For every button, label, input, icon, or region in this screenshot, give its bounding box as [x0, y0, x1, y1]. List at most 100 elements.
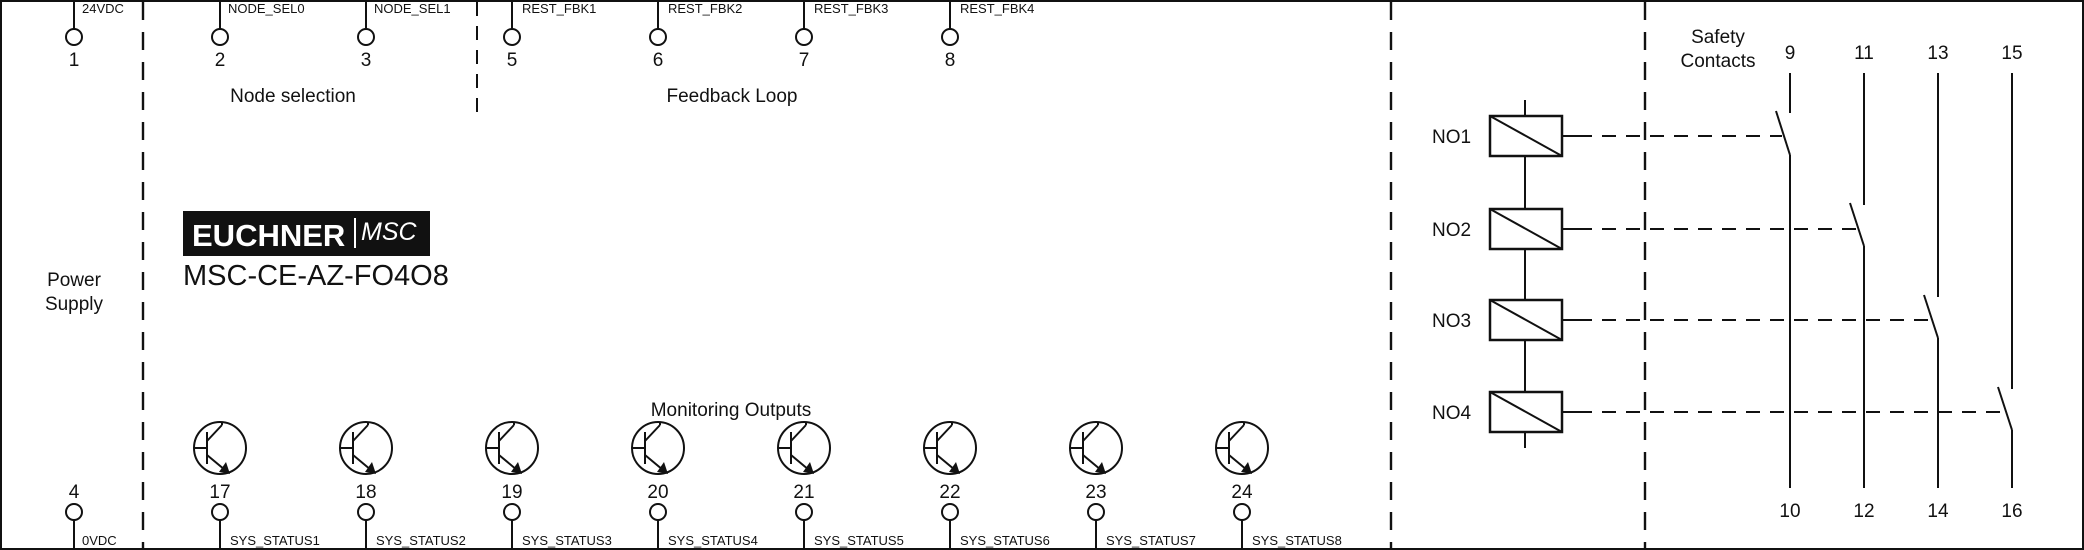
relay-no3: NO3 — [1432, 298, 1578, 342]
contact-top-number: 15 — [2001, 43, 2022, 64]
contact-top-number: 9 — [1785, 43, 1796, 64]
safety-contacts: 9 10 11 12 13 14 15 16 — [1578, 43, 2023, 522]
relay-label: NO1 — [1432, 127, 1471, 148]
terminal-2[interactable]: NODE_SEL0 2 — [211, 1, 305, 71]
relay-no1: NO1 — [1432, 114, 1578, 158]
transistor-icon — [485, 421, 539, 475]
svg-text:NODE_SEL0: NODE_SEL0 — [228, 1, 305, 16]
feedback-loop-title: Feedback Loop — [667, 86, 798, 107]
svg-text:REST_FBK2: REST_FBK2 — [668, 1, 742, 16]
transistor-icon — [777, 421, 831, 475]
monitoring-outputs-title: Monitoring Outputs — [651, 400, 812, 421]
relay-no4: NO4 — [1432, 390, 1578, 434]
terminal-circle — [941, 503, 959, 521]
euchner-logo: EUCHNER MSC — [183, 211, 430, 256]
terminal-circle — [1233, 503, 1251, 521]
terminal-number: 21 — [793, 482, 814, 503]
terminal-number: 18 — [355, 482, 376, 503]
svg-text:REST_FBK3: REST_FBK3 — [814, 1, 888, 16]
relay-coil-icon — [1488, 298, 1564, 342]
contact-bottom-number: 12 — [1853, 501, 1874, 522]
contact-bottom-number: 10 — [1779, 501, 1800, 522]
transistor-icon — [339, 421, 393, 475]
transistor-icon — [1215, 421, 1269, 475]
relay-label: NO3 — [1432, 311, 1471, 332]
power-title-line2: Supply — [45, 294, 104, 315]
terminal-8[interactable]: REST_FBK4 8 — [941, 1, 1034, 71]
terminal-7[interactable]: REST_FBK3 7 — [795, 1, 888, 71]
terminal-circle — [211, 503, 229, 521]
signal-label: SYS_STATUS2 — [376, 533, 466, 548]
model-name: MSC-CE-AZ-FO4O8 — [183, 260, 449, 292]
svg-text:6: 6 — [653, 50, 664, 71]
transistor-icon — [193, 421, 247, 475]
terminal-circle — [357, 503, 375, 521]
power-title-line1: Power — [47, 270, 102, 291]
terminal-circle — [1087, 503, 1105, 521]
monitoring-outputs: 17SYS_STATUS118SYS_STATUS219SYS_STATUS32… — [193, 421, 1342, 548]
relay-coil-icon — [1488, 207, 1564, 251]
terminal-number: 17 — [209, 482, 230, 503]
terminal-5[interactable]: REST_FBK1 5 — [503, 1, 596, 71]
signal-label: SYS_STATUS7 — [1106, 533, 1196, 548]
safety-contact-11-12: 11 12 — [1578, 43, 1875, 522]
contact-top-number: 11 — [1854, 43, 1874, 64]
terminal-number: 22 — [939, 482, 960, 503]
relay-coil-icon — [1488, 390, 1564, 434]
svg-text:REST_FBK1: REST_FBK1 — [522, 1, 596, 16]
svg-text:3: 3 — [361, 50, 372, 71]
terminal-number: 20 — [647, 482, 668, 503]
relay-no2: NO2 — [1432, 207, 1578, 251]
svg-text:5: 5 — [507, 50, 518, 71]
svg-text:NODE_SEL1: NODE_SEL1 — [374, 1, 451, 16]
svg-text:0VDC: 0VDC — [82, 533, 117, 548]
transistor-icon — [631, 421, 685, 475]
terminal-6[interactable]: REST_FBK2 6 — [649, 1, 742, 71]
signal-label: SYS_STATUS6 — [960, 533, 1050, 548]
svg-text:8: 8 — [945, 50, 956, 71]
terminal-number: 19 — [501, 482, 522, 503]
node-selection-title: Node selection — [230, 86, 356, 107]
safety-contact-9-10: 9 10 — [1578, 43, 1801, 522]
contact-bottom-number: 14 — [1927, 501, 1949, 522]
terminal-number: 24 — [1231, 482, 1253, 503]
terminal-number: 23 — [1085, 482, 1106, 503]
contact-bottom-number: 16 — [2001, 501, 2022, 522]
signal-label: SYS_STATUS5 — [814, 533, 904, 548]
signal-label: SYS_STATUS4 — [668, 533, 758, 548]
signal-label: SYS_STATUS3 — [522, 533, 612, 548]
terminal-1[interactable]: 24VDC 1 — [65, 1, 124, 71]
svg-text:REST_FBK4: REST_FBK4 — [960, 1, 1034, 16]
svg-text:2: 2 — [215, 50, 226, 71]
svg-text:1: 1 — [69, 50, 80, 71]
terminal-circle — [649, 503, 667, 521]
transistor-icon — [923, 421, 977, 475]
svg-text:MSC: MSC — [361, 218, 418, 246]
safety-contact-13-14: 13 14 — [1578, 43, 1949, 522]
relay-label: NO4 — [1432, 403, 1472, 424]
signal-label: SYS_STATUS8 — [1252, 533, 1342, 548]
terminal-circle — [795, 503, 813, 521]
safety-contacts-title-line2: Contacts — [1681, 51, 1756, 72]
safety-contacts-title-line1: Safety — [1691, 27, 1745, 48]
transistor-icon — [1069, 421, 1123, 475]
terminal-circle — [503, 503, 521, 521]
contact-top-number: 13 — [1927, 43, 1948, 64]
terminal-3[interactable]: NODE_SEL1 3 — [357, 1, 451, 71]
relay-coil-icon — [1488, 114, 1564, 158]
svg-text:7: 7 — [799, 50, 810, 71]
svg-text:EUCHNER: EUCHNER — [192, 218, 345, 253]
terminal-4[interactable]: 4 0VDC — [65, 482, 117, 548]
relay-label: NO2 — [1432, 220, 1471, 241]
